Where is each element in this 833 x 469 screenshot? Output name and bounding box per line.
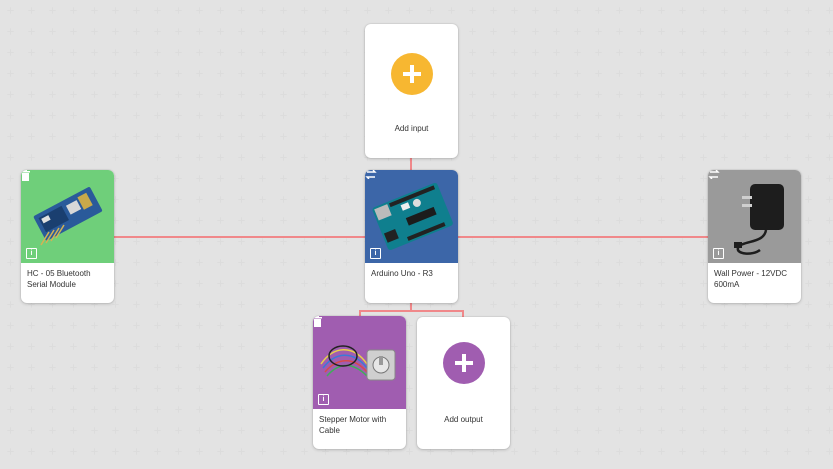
wire-output-bus	[359, 310, 463, 312]
bluetooth-module-image	[33, 187, 103, 246]
trash-icon[interactable]	[21, 170, 30, 181]
trash-icon[interactable]	[313, 316, 322, 327]
component-card-bluetooth[interactable]: i HC - 05 Bluetooth Serial Module	[21, 170, 114, 303]
add-output-button[interactable]	[443, 342, 485, 384]
component-name: Stepper Motor with Cable	[319, 415, 387, 435]
info-icon[interactable]: i	[713, 248, 724, 259]
component-thumb-bluetooth: i	[21, 170, 114, 263]
component-thumb-arduino: i	[365, 170, 458, 263]
add-input-card[interactable]: Add input	[365, 24, 458, 158]
add-input-label: Add input	[394, 124, 429, 133]
plus-icon	[455, 354, 473, 372]
component-thumb-stepper: i	[313, 316, 406, 409]
plus-icon	[403, 65, 421, 83]
swap-icon[interactable]	[365, 170, 377, 179]
add-input-button[interactable]	[391, 53, 433, 95]
wire-input	[410, 158, 412, 170]
component-card-power[interactable]: i Wall Power - 12VDC 600mA	[708, 170, 801, 303]
wire-right	[458, 236, 708, 238]
wire-output-left	[359, 310, 361, 316]
stepper-motor-image	[320, 345, 396, 381]
power-adapter-image	[734, 184, 784, 255]
arduino-board-image	[372, 182, 453, 251]
component-card-arduino[interactable]: i Arduino Uno - R3	[365, 170, 458, 303]
info-icon[interactable]: i	[318, 394, 329, 405]
component-thumb-power: i	[708, 170, 801, 263]
component-name: Wall Power - 12VDC 600mA	[714, 269, 788, 289]
component-name: HC - 05 Bluetooth Serial Module	[27, 269, 91, 289]
wire-output-trunk	[410, 303, 412, 311]
info-icon[interactable]: i	[26, 248, 37, 259]
add-output-card[interactable]: Add output	[417, 317, 510, 449]
component-name: Arduino Uno - R3	[371, 269, 433, 278]
wire-output-right	[462, 310, 464, 317]
info-icon[interactable]: i	[370, 248, 381, 259]
add-output-label: Add output	[444, 415, 483, 424]
swap-icon[interactable]	[708, 170, 720, 179]
wire-left	[114, 236, 365, 238]
component-card-stepper[interactable]: i Stepper Motor with Cable	[313, 316, 406, 449]
